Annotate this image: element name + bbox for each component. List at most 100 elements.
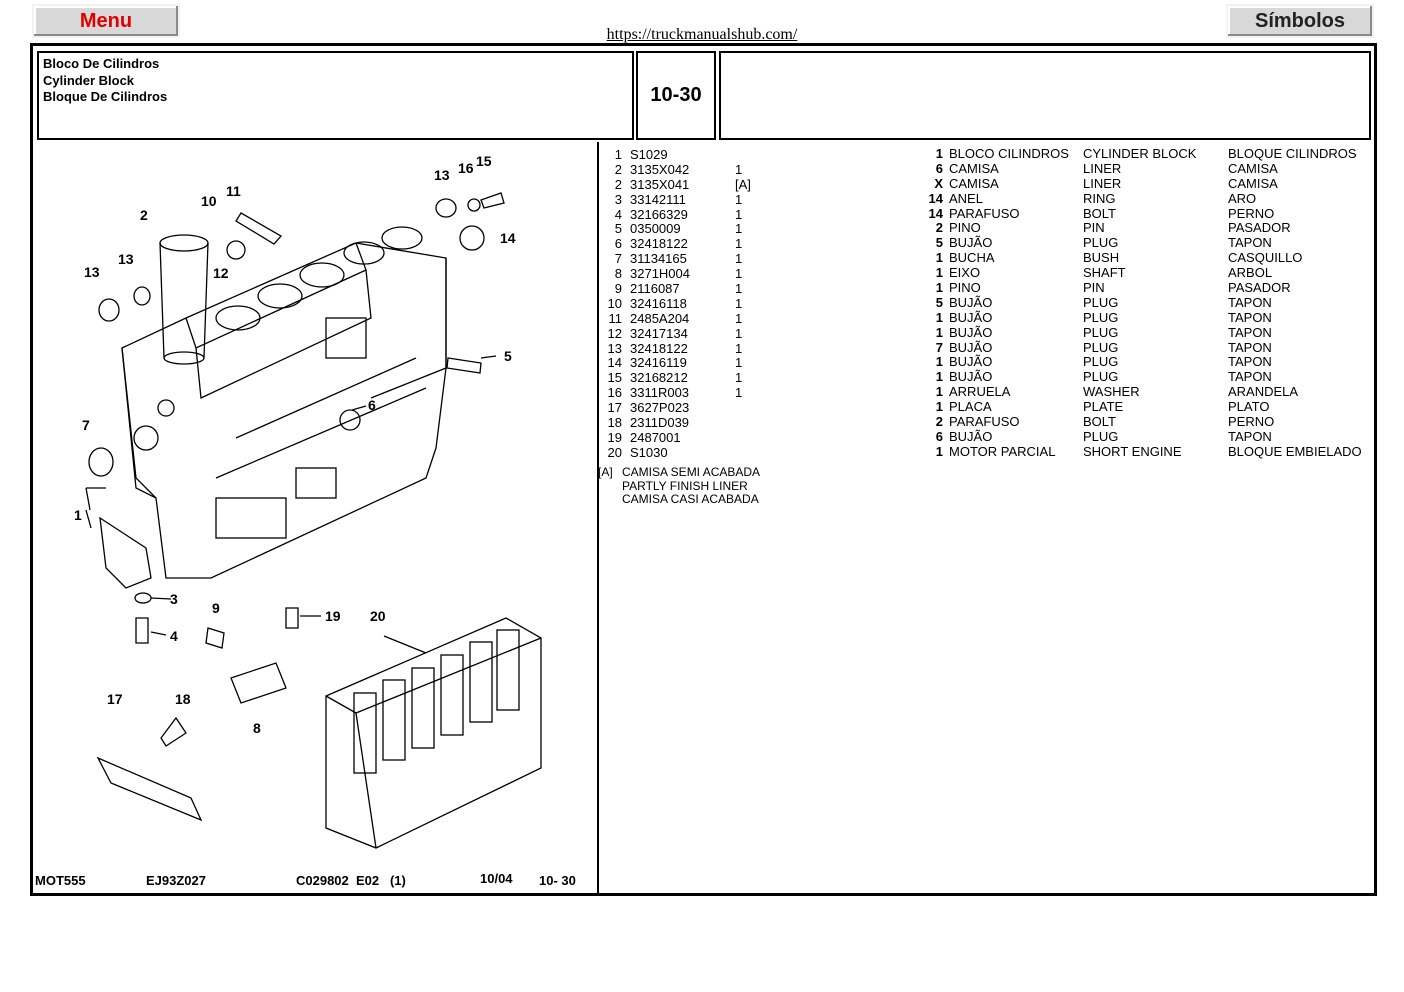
part-qty-row	[735, 401, 751, 416]
part-qty-row	[735, 431, 751, 446]
callout-13b: 13	[118, 251, 134, 267]
part-qty-row	[735, 446, 751, 461]
desc-qty-row: 1	[935, 280, 943, 296]
desc-pt-row: PINO	[949, 280, 981, 296]
part-code-row: 2487001	[630, 429, 681, 445]
part-qty-row: [A]	[735, 176, 751, 192]
desc-es-row: ARANDELA	[1228, 384, 1299, 400]
part-code-row: 33142111	[630, 191, 686, 207]
desc-pt-row: BUJÃO	[949, 354, 993, 370]
short-engine-drawing	[325, 617, 542, 849]
desc-qty-row: 1	[935, 146, 943, 161]
desc-es-row: BLOQUE EMBIELADO	[1228, 443, 1362, 459]
desc-pt-row: PARAFUSO	[949, 205, 1020, 221]
desc-es-row: TAPON	[1228, 309, 1272, 325]
part-code-row: 3271H004	[630, 266, 690, 282]
desc-en-row: LINER	[1083, 175, 1122, 191]
part-number-row: 6	[614, 236, 622, 252]
desc-qty-row: X	[934, 175, 943, 191]
desc-es-row: TAPON	[1228, 294, 1272, 310]
desc-qty-row: 1	[935, 354, 943, 370]
desc-en-row: BUSH	[1083, 250, 1120, 266]
part-number-row: 2	[614, 176, 622, 192]
desc-qty-row: 1	[935, 309, 943, 325]
callout-7: 7	[82, 417, 90, 433]
note-spanish: CAMISA CASI ACABADA	[622, 492, 759, 506]
desc-qty-row: 6	[935, 428, 943, 444]
part-number-row: 8	[614, 266, 622, 282]
title-portuguese: Bloco De Cilindros	[43, 56, 160, 71]
footer-model: MOT555	[35, 873, 86, 888]
desc-pt-row: CAMISA	[949, 175, 999, 191]
desc-en-row: PLUG	[1083, 324, 1119, 340]
desc-es-row: ARO	[1228, 190, 1257, 206]
part-code-row: 2311D039	[630, 415, 690, 431]
callout-6: 6	[368, 397, 376, 413]
part-code-row: S1029	[630, 147, 668, 162]
desc-qty-row: 14	[928, 205, 943, 221]
callout-3: 3	[170, 591, 178, 607]
desc-en-row: PLUG	[1083, 339, 1119, 355]
desc-qty-row: 6	[935, 160, 943, 176]
part-qty-row	[735, 416, 751, 431]
desc-en-row: SHORT ENGINE	[1083, 443, 1182, 459]
part-qty-row: 1	[735, 221, 743, 237]
note-text: CAMISA SEMI ACABADA PARTLY FINISH LINER …	[622, 465, 760, 507]
part-number-row: 19	[607, 429, 622, 445]
part-number-row: 18	[607, 415, 622, 431]
desc-es-row: TAPON	[1228, 324, 1272, 340]
part-number-row: 14	[607, 355, 622, 371]
callout-8: 8	[253, 720, 261, 736]
desc-es-row: ARBOL	[1228, 265, 1273, 281]
desc-qty-row: 1	[935, 399, 943, 415]
callout-15: 15	[476, 153, 492, 169]
callout-19: 19	[325, 608, 341, 624]
desc-qty-row: 5	[935, 294, 943, 310]
desc-pt-row: BLOCO CILINDROS	[949, 146, 1069, 161]
symbols-button[interactable]: Símbolos	[1226, 4, 1374, 38]
menu-button[interactable]: Menu	[32, 4, 180, 38]
part-qty-row: 1	[735, 325, 743, 341]
part-qty-row: 1	[735, 370, 743, 386]
desc-pt-row: PARAFUSO	[949, 414, 1020, 430]
desc-es-row: CAMISA	[1228, 175, 1278, 191]
part-number-row: 4	[614, 206, 622, 222]
footer-doc: C029802 E02 (1)	[296, 873, 406, 888]
callout-9: 9	[212, 600, 220, 616]
desc-en-row: WASHER	[1083, 384, 1140, 400]
desc-qty-row: 1	[935, 443, 943, 459]
cylinder-block-drawing	[121, 226, 447, 579]
callout-13c: 13	[434, 167, 450, 183]
part-code-row: 3135X041	[630, 176, 690, 192]
part-qty-row: 1	[735, 281, 743, 297]
desc-es-row: PERNO	[1228, 205, 1275, 221]
part-number-row: 12	[607, 325, 622, 341]
title-box: Bloco De Cilindros Cylinder Block Bloque…	[37, 51, 634, 140]
desc-qty-row: 1	[935, 265, 943, 281]
title-english: Cylinder Block	[43, 72, 135, 88]
part-number-row: 11	[608, 310, 623, 326]
part-qty-row: 1	[735, 236, 743, 252]
part-qty-row: 1	[735, 266, 743, 282]
desc-en-row: PIN	[1083, 220, 1105, 236]
part-code-row: 32416118	[630, 295, 687, 311]
desc-qty-row: 1	[935, 324, 943, 340]
part-number-row: 1	[614, 147, 622, 162]
part-code-row: 3627P023	[630, 400, 690, 416]
part-qty-row: 1	[735, 161, 743, 177]
desc-en-row: PLUG	[1083, 294, 1119, 310]
callout-13a: 13	[84, 264, 100, 280]
callout-5: 5	[504, 348, 512, 364]
desc-pt-row: CAMISA	[949, 160, 999, 176]
footer-date: 10/04	[480, 871, 513, 886]
source-url-link[interactable]: https://truckmanualshub.com/	[606, 26, 798, 43]
part-qty-row	[735, 148, 751, 163]
desc-es-row: TAPON	[1228, 339, 1272, 355]
desc-pt-row: BUJÃO	[949, 369, 993, 385]
desc-en-row: PIN	[1083, 280, 1105, 296]
desc-en-row: PLUG	[1083, 309, 1119, 325]
